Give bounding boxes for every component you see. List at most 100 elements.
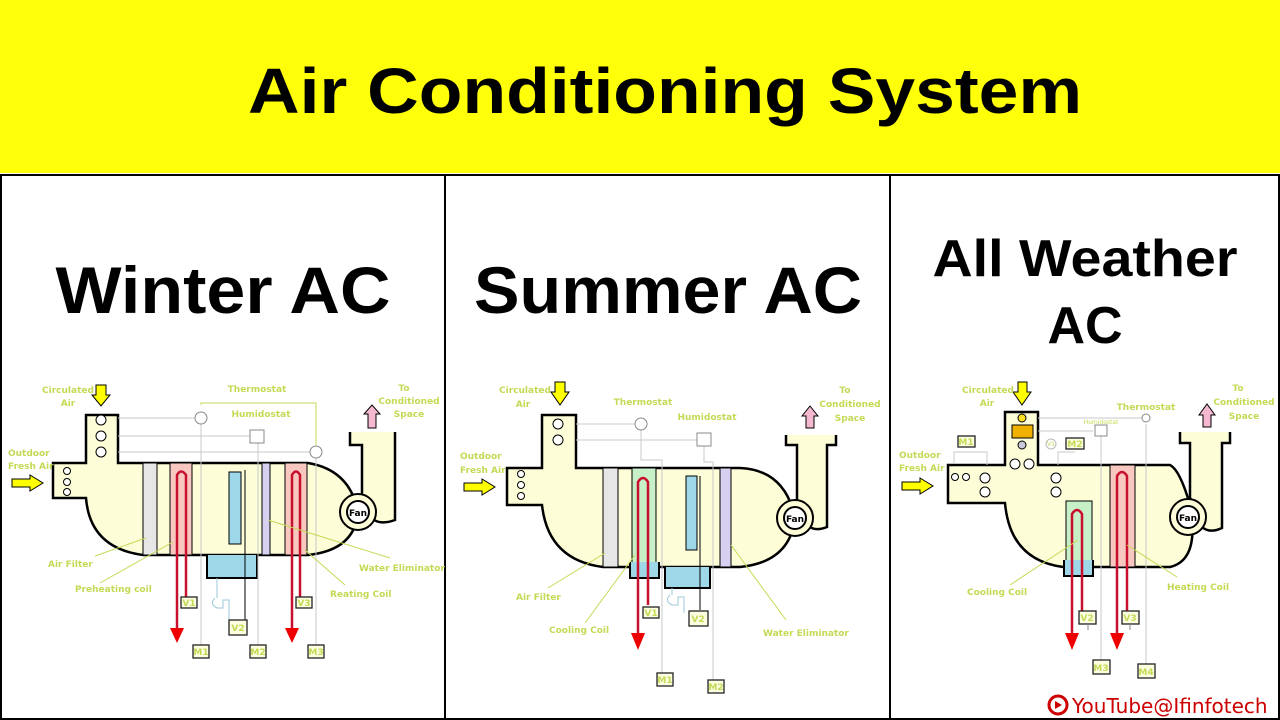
water-sump (664, 567, 711, 589)
cooling-coil (631, 467, 657, 568)
water-sump (206, 555, 258, 579)
pipe-outflow-arrow (631, 633, 645, 650)
fresh-air-arrow (11, 474, 44, 492)
label: Air (516, 400, 531, 410)
valve: V1 (642, 606, 660, 619)
watermark-text: YouTube@Ifinfotech (1071, 694, 1268, 718)
label: Heating Coil (1167, 583, 1229, 593)
youtube-icon (1047, 694, 1069, 716)
motor: M2 (249, 644, 267, 659)
label: Circulated (42, 386, 94, 396)
label: Outdoor (8, 449, 50, 459)
label: To (398, 384, 409, 394)
label: Thermostat (228, 385, 287, 395)
air-filter (142, 462, 158, 556)
motor: M2 (1065, 437, 1085, 450)
fan-label: Fan (786, 515, 804, 525)
svg-text:M4: M4 (1138, 668, 1153, 678)
spray-bar (228, 471, 242, 545)
label: Humidostat (677, 413, 737, 423)
label: Thermostat (1117, 403, 1176, 413)
svg-text:M1: M1 (657, 676, 672, 686)
svg-text:M1: M1 (958, 438, 973, 448)
pipe-outflow-arrow (170, 628, 184, 643)
motor: M3 (307, 644, 325, 659)
preheating-coil (169, 462, 193, 556)
fresh-air-arrow (463, 478, 496, 496)
circulated-air-arrow (90, 384, 112, 407)
motor: M4 (1137, 663, 1156, 679)
outlet-arrow (800, 405, 820, 429)
valve-v1 (1045, 438, 1057, 450)
label: Water Eliminator (763, 629, 849, 639)
all-weather-ac-diagram: All Weather AC Fan V1 M1 M2 V2 V3 M3 M4 … (899, 230, 1275, 679)
thermostat (634, 417, 648, 431)
outlet-arrow (1198, 403, 1216, 428)
label: Reating Coil (330, 590, 391, 600)
label: To (839, 386, 850, 396)
all-weather-heading-line1: All Weather (933, 230, 1238, 288)
svg-text:V2: V2 (1080, 614, 1093, 624)
label: Humidostat (231, 410, 291, 420)
svg-text:M2: M2 (708, 683, 723, 693)
thermostat (309, 445, 323, 459)
valve: V3 (1121, 610, 1140, 625)
winter-ac-diagram: Winter AC Fan V1 V2 V3 M1 M2 (8, 253, 445, 659)
spray-bar (685, 475, 698, 551)
svg-text:V2: V2 (231, 624, 244, 634)
label: Fresh Air (899, 464, 945, 474)
water-eliminator (719, 467, 732, 568)
summer-heading: Summer AC (474, 253, 862, 327)
svg-text:M2: M2 (250, 648, 265, 658)
label: Air (980, 399, 995, 409)
title-banner (0, 0, 1280, 173)
label: Space (835, 414, 865, 424)
label: Conditioned (378, 397, 439, 407)
label: Air Filter (516, 593, 561, 603)
sensor (1017, 413, 1027, 423)
svg-text:M3: M3 (308, 648, 323, 658)
svg-text:M2: M2 (1067, 440, 1082, 450)
fresh-air-arrow (901, 477, 934, 495)
label: Preheating coil (75, 585, 152, 595)
valve: V2 (688, 610, 709, 627)
condensate-tray (629, 562, 660, 579)
air-filter (602, 467, 619, 568)
label: Outdoor (899, 451, 941, 461)
valve: V3 (295, 596, 313, 609)
summer-ac-diagram: Summer AC Fan V1 V2 M1 M2 Circulated Air… (460, 253, 881, 694)
heater-element (1011, 424, 1034, 439)
pipe-outflow-arrow (1065, 633, 1079, 650)
label: Conditioned (819, 400, 880, 410)
fan-label: Fan (349, 509, 367, 519)
motor: M2 (707, 679, 725, 694)
thermostat (194, 411, 208, 425)
valve: V2 (1078, 610, 1097, 625)
label: Humidostat (1084, 419, 1119, 426)
label: Air (61, 399, 76, 409)
circulated-air-arrow (1012, 381, 1032, 406)
heating-coil (1109, 464, 1136, 568)
svg-text:V3: V3 (297, 599, 310, 609)
label: Circulated (962, 386, 1014, 396)
youtube-watermark[interactable]: YouTube@Ifinfotech (1047, 694, 1268, 718)
label: Air Filter (48, 560, 93, 570)
svg-text:M3: M3 (1093, 664, 1108, 674)
label: V1 (1047, 441, 1055, 448)
svg-text:M1: M1 (193, 648, 208, 658)
label: Fresh Air (8, 462, 54, 472)
valve: V1 (180, 596, 198, 609)
reheating-coil (284, 462, 308, 556)
motor: M1 (192, 644, 210, 659)
label: Cooling Coil (549, 626, 609, 636)
label: Fresh Air (460, 466, 506, 476)
motor: M1 (656, 672, 674, 687)
svg-text:V2: V2 (691, 615, 704, 625)
motor: M1 (957, 435, 976, 448)
circulated-air-arrow (550, 381, 570, 406)
label: Thermostat (614, 398, 673, 408)
water-eliminator (261, 462, 271, 556)
air-duct (51, 413, 360, 557)
winter-heading: Winter AC (56, 253, 391, 327)
